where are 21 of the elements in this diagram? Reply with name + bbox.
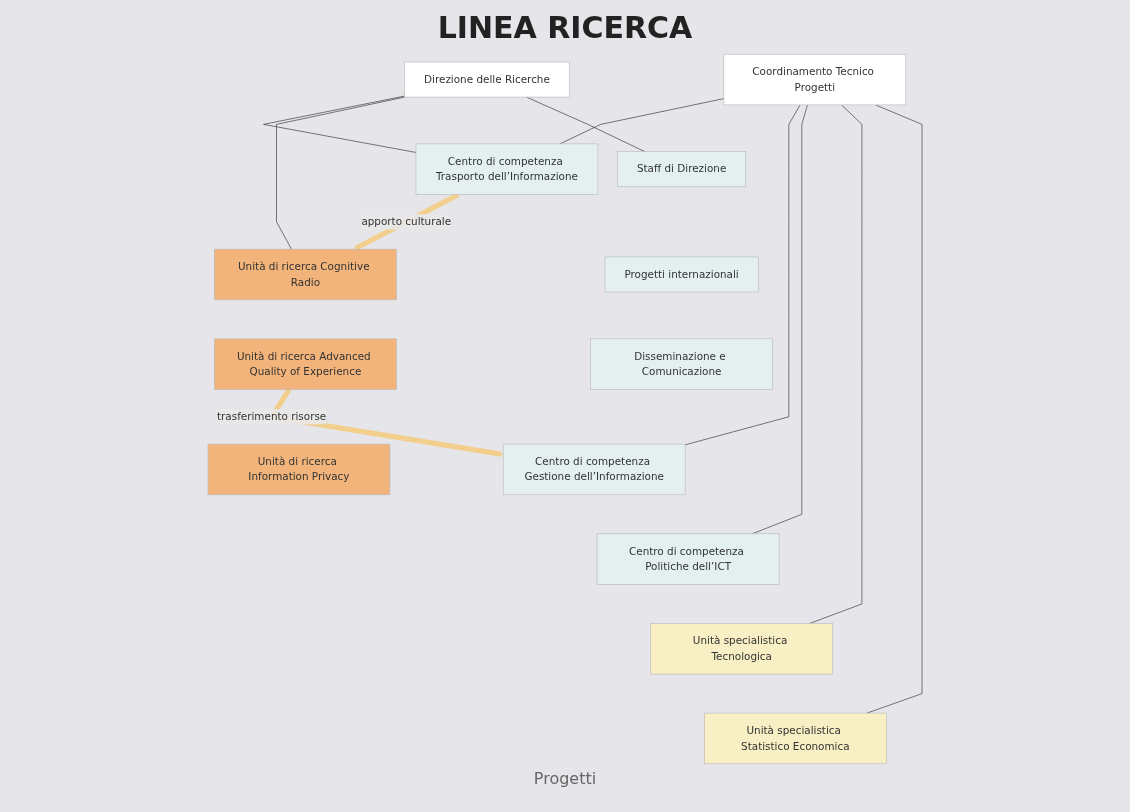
node-box: Centro di competenza Politiche dell’ICT [596, 533, 780, 585]
node-box: Coordinamento Tecnico Progetti [723, 53, 907, 106]
node-box: Unità specialistica Statistico Economica [704, 712, 887, 765]
connector [263, 95, 417, 153]
note-text: Progetti [533, 769, 597, 788]
node-box: Centro di competenza Gestione dell’Informazione [502, 443, 686, 496]
connector [276, 96, 405, 250]
connector [809, 104, 863, 624]
node-box: Direzione delle Ricerche [404, 61, 570, 98]
node-box: Centro di competenza Trasporto dell’Informazione [415, 143, 599, 195]
edge-label: apporto culturale [361, 215, 452, 228]
node-box: Progetti internazionali [604, 256, 759, 293]
edge-label: trasferimento risorse [216, 410, 327, 423]
node-box: Unità specialistica Tecnologica [650, 623, 833, 675]
node-box: Unità di ricerca Advanced Quality of Experience [214, 338, 397, 390]
node-box: Unità di ricerca Cognitive Radio [214, 248, 397, 301]
node-box: Staff di Direzione [617, 151, 747, 188]
node-box: Unità di ricerca Information Privacy [207, 443, 391, 496]
diagram-title: LINEA RICERCA [436, 10, 694, 45]
connector [684, 104, 801, 446]
node-box: Disseminazione e Comunicazione [590, 338, 773, 390]
